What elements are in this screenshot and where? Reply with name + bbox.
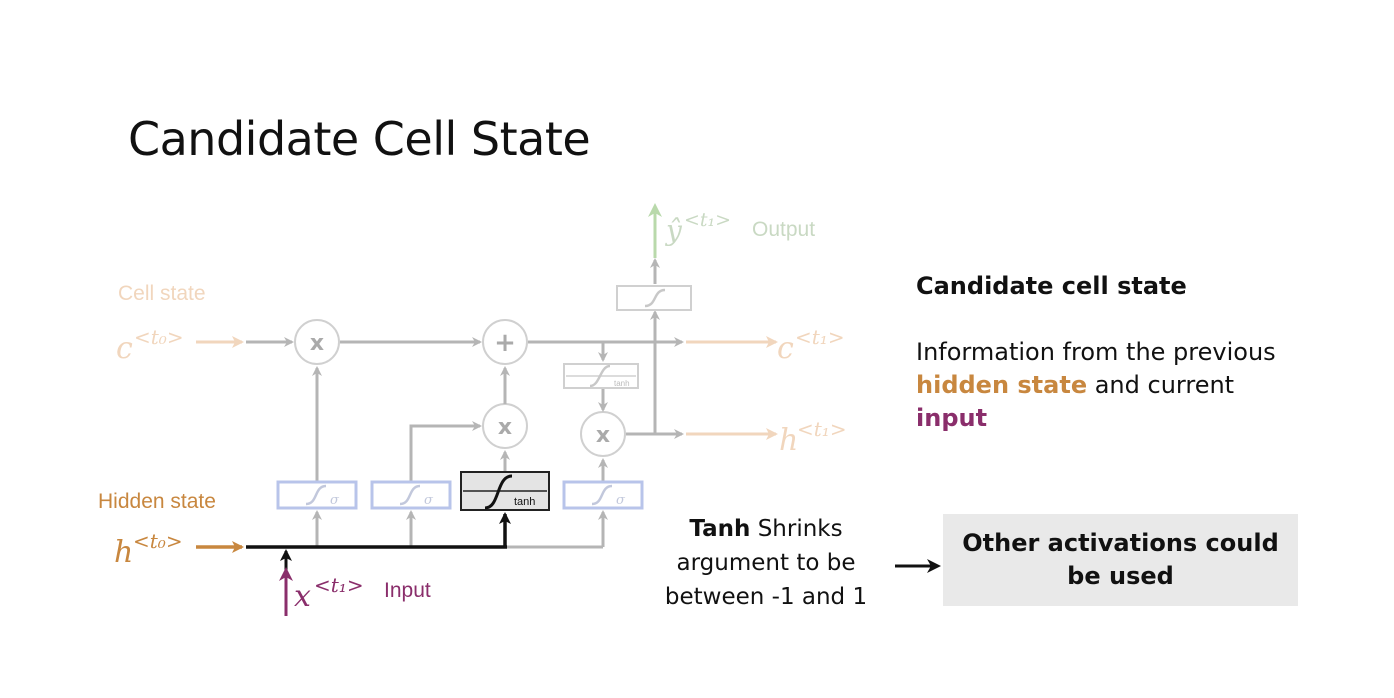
y-out-symbol: ŷ <t₁>: [664, 209, 731, 247]
svg-text:c: c: [777, 331, 794, 366]
input-gate-arrow: [409, 421, 482, 482]
output-gate-box: σ: [562, 480, 644, 510]
add-symbol: +: [494, 328, 516, 358]
svg-text:ŷ: ŷ: [664, 214, 683, 247]
tanh-note-rest: Shrinks argument to be between -1 and 1: [664, 516, 868, 610]
output-multiply-node: [580, 411, 626, 457]
desc-middle: and current: [1087, 371, 1235, 399]
h-out-symbol: h <t₁>: [779, 417, 847, 458]
svg-text:h: h: [114, 535, 133, 570]
side-description: Information from the previous hidden sta…: [916, 336, 1276, 435]
hidden-state-label: Hidden state: [98, 490, 216, 513]
multiply-symbol: x: [310, 331, 324, 356]
svg-text:h: h: [779, 423, 798, 458]
forget-multiply-node: [294, 319, 340, 365]
forget-gate-box: σ: [276, 480, 358, 510]
svg-text:tanh: tanh: [514, 496, 535, 508]
candidate-tanh-box: tanh: [460, 471, 550, 511]
desc-highlight-hidden-state: hidden state: [916, 371, 1088, 399]
h-in-symbol: h <t₀>: [114, 529, 183, 570]
c-out-symbol: c <t₁>: [777, 325, 845, 366]
svg-text:σ: σ: [330, 493, 340, 508]
desc-highlight-input: input: [916, 404, 988, 432]
side-heading: Candidate cell state: [916, 272, 1187, 300]
tanh-note: Tanh Shrinks argument to be between -1 a…: [650, 512, 882, 614]
cell-state-label: Cell state: [118, 282, 206, 305]
svg-text:<t₁>: <t₁>: [795, 325, 845, 349]
svg-text:c: c: [116, 331, 133, 366]
svg-text:<t₁>: <t₁>: [314, 573, 364, 597]
desc-prefix: Information from the previous: [916, 338, 1276, 366]
arrow-right-icon: [895, 559, 941, 573]
x-in-symbol: x <t₁>: [294, 573, 364, 614]
tanh-note-bold: Tanh: [689, 516, 751, 542]
multiply-symbol: x: [498, 415, 512, 440]
svg-text:<t₀>: <t₀>: [133, 529, 183, 553]
svg-text:<t₀>: <t₀>: [134, 325, 184, 349]
svg-text:σ: σ: [424, 493, 434, 508]
activation-note-box: Other activations could be used: [943, 514, 1298, 606]
output-tanh-box: tanh: [563, 363, 639, 389]
svg-text:σ: σ: [616, 493, 626, 508]
svg-text:<t₁>: <t₁>: [797, 417, 847, 441]
activation-note-text: Other activations could be used: [962, 529, 1279, 590]
svg-text:<t₁>: <t₁>: [684, 209, 731, 231]
output-activation-box: [616, 285, 692, 311]
add-node: [482, 319, 528, 365]
input-label: Input: [384, 579, 431, 602]
c-in-symbol: c <t₀>: [116, 325, 184, 366]
input-gate-box: σ: [370, 480, 452, 510]
multiply-symbol: x: [596, 423, 610, 448]
svg-text:tanh: tanh: [614, 379, 630, 388]
output-label: Output: [752, 218, 815, 241]
slide-title: Candidate Cell State: [128, 112, 591, 166]
svg-text:x: x: [294, 579, 311, 614]
